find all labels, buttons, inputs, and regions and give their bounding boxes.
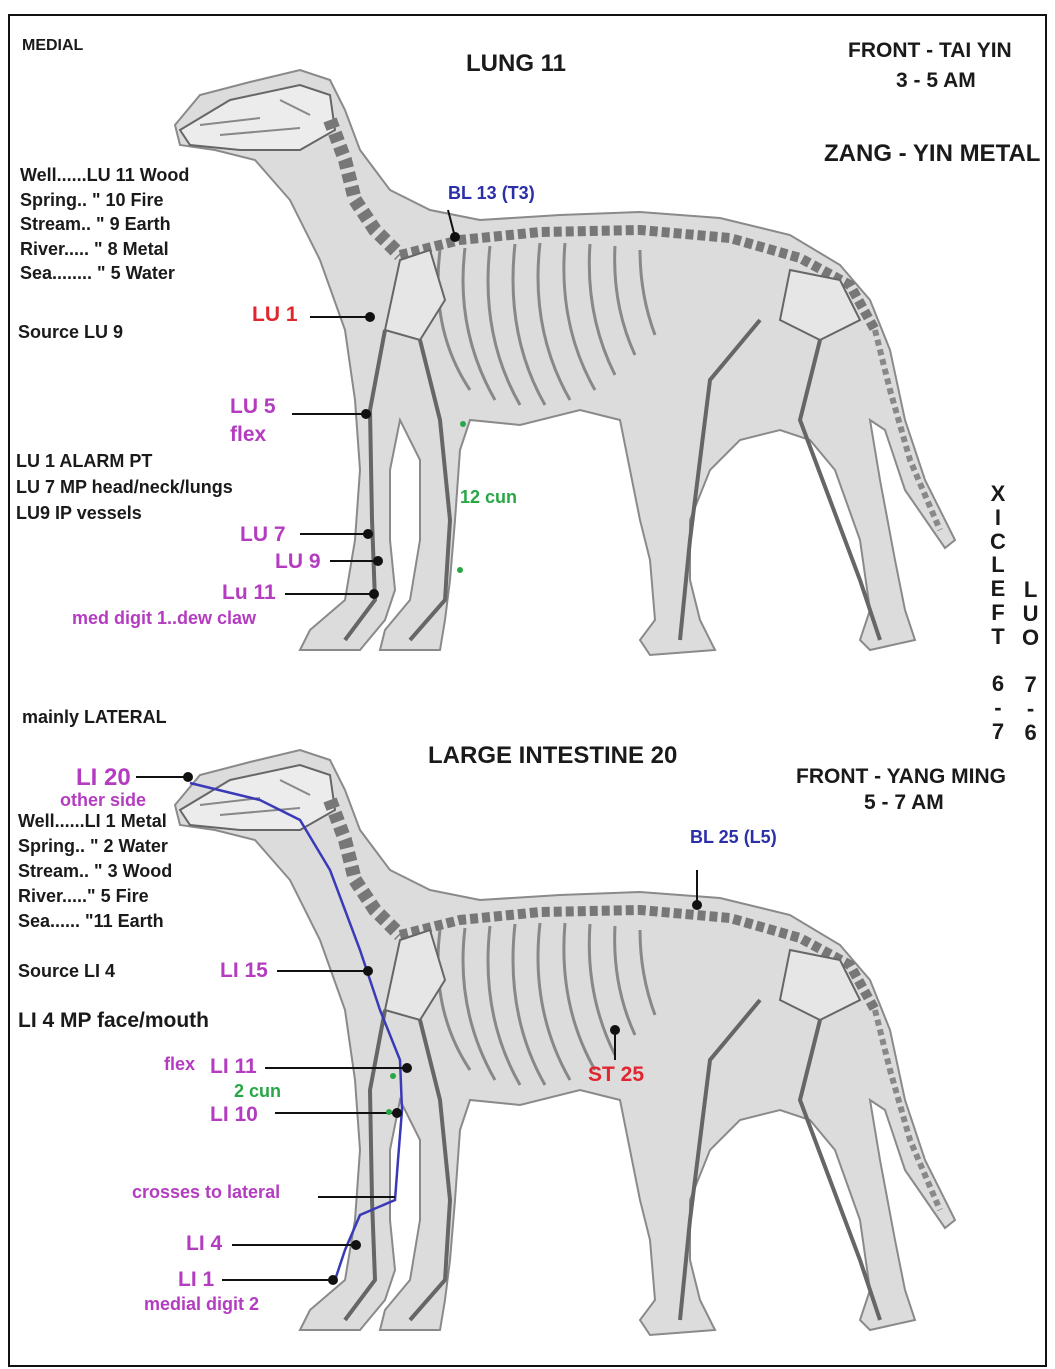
li-source: Source LI 4	[18, 962, 115, 980]
lu1-label: LU 1	[252, 304, 298, 325]
lung-title: LUNG 11	[466, 52, 566, 76]
2-cun-label: 2 cun	[234, 1082, 281, 1100]
list-item: LU 7 MP head/neck/lungs	[16, 478, 233, 496]
medial-label: MEDIAL	[22, 38, 83, 54]
li15-label: LI 15	[220, 960, 268, 981]
yang-ming-hours: 5 - 7 AM	[864, 792, 944, 813]
li4-mp-label: LI 4 MP face/mouth	[18, 1010, 209, 1031]
xicleft-vertical-text: X I C L E F T 6 - 7	[990, 482, 1006, 744]
tai-yin-hours: 3 - 5 AM	[896, 70, 976, 91]
list-item: Sea........ " 5 Water	[20, 264, 175, 282]
dew-claw-label: med digit 1..dew claw	[72, 609, 256, 627]
luo-vertical-text: L U O 7 - 6	[1022, 578, 1039, 745]
large-intestine-title: LARGE INTESTINE 20	[428, 744, 677, 768]
12-cun-label: 12 cun	[460, 488, 517, 506]
list-item: River....." 5 Fire	[18, 887, 149, 905]
li4-label: LI 4	[186, 1233, 222, 1254]
list-item: LU9 IP vessels	[16, 504, 142, 522]
list-item: Well......LI 1 Metal	[18, 812, 167, 830]
list-item: Sea...... "11 Earth	[18, 912, 164, 930]
medial-digit-2-label: medial digit 2	[144, 1295, 259, 1313]
list-item: LU 1 ALARM PT	[16, 452, 152, 470]
li11-flex-label: flex	[164, 1055, 195, 1073]
other-side-label: other side	[60, 791, 146, 809]
li1-label: LI 1	[178, 1269, 214, 1290]
st25-label: ST 25	[588, 1064, 644, 1085]
bl25-label: BL 25 (L5)	[690, 828, 777, 846]
lung-source: Source LU 9	[18, 323, 123, 341]
lu11-label: Lu 11	[222, 582, 276, 603]
list-item: Stream.. " 9 Earth	[20, 215, 171, 233]
zang-yin-metal: ZANG - YIN METAL	[824, 142, 1040, 166]
crosses-to-lateral-label: crosses to lateral	[132, 1183, 280, 1201]
mainly-lateral-label: mainly LATERAL	[22, 708, 167, 726]
list-item: Stream.. " 3 Wood	[18, 862, 172, 880]
li20-label: LI 20	[76, 766, 131, 790]
dog-skeleton-bottom	[175, 750, 955, 1335]
list-item: River..... " 8 Metal	[20, 240, 169, 258]
lu9-label: LU 9	[275, 551, 321, 572]
li11-label: LI 11	[210, 1056, 257, 1077]
lu7-label: LU 7	[240, 524, 286, 545]
bl13-label: BL 13 (T3)	[448, 184, 535, 202]
front-tai-yin: FRONT - TAI YIN	[848, 40, 1012, 61]
list-item: Well......LU 11 Wood	[20, 166, 189, 184]
lu5-flex-label: flex	[230, 424, 266, 445]
front-yang-ming: FRONT - YANG MING	[796, 766, 1006, 787]
lu5-label: LU 5	[230, 396, 276, 417]
list-item: Spring.. " 10 Fire	[20, 191, 164, 209]
list-item: Spring.. " 2 Water	[18, 837, 168, 855]
li10-label: LI 10	[210, 1104, 258, 1125]
